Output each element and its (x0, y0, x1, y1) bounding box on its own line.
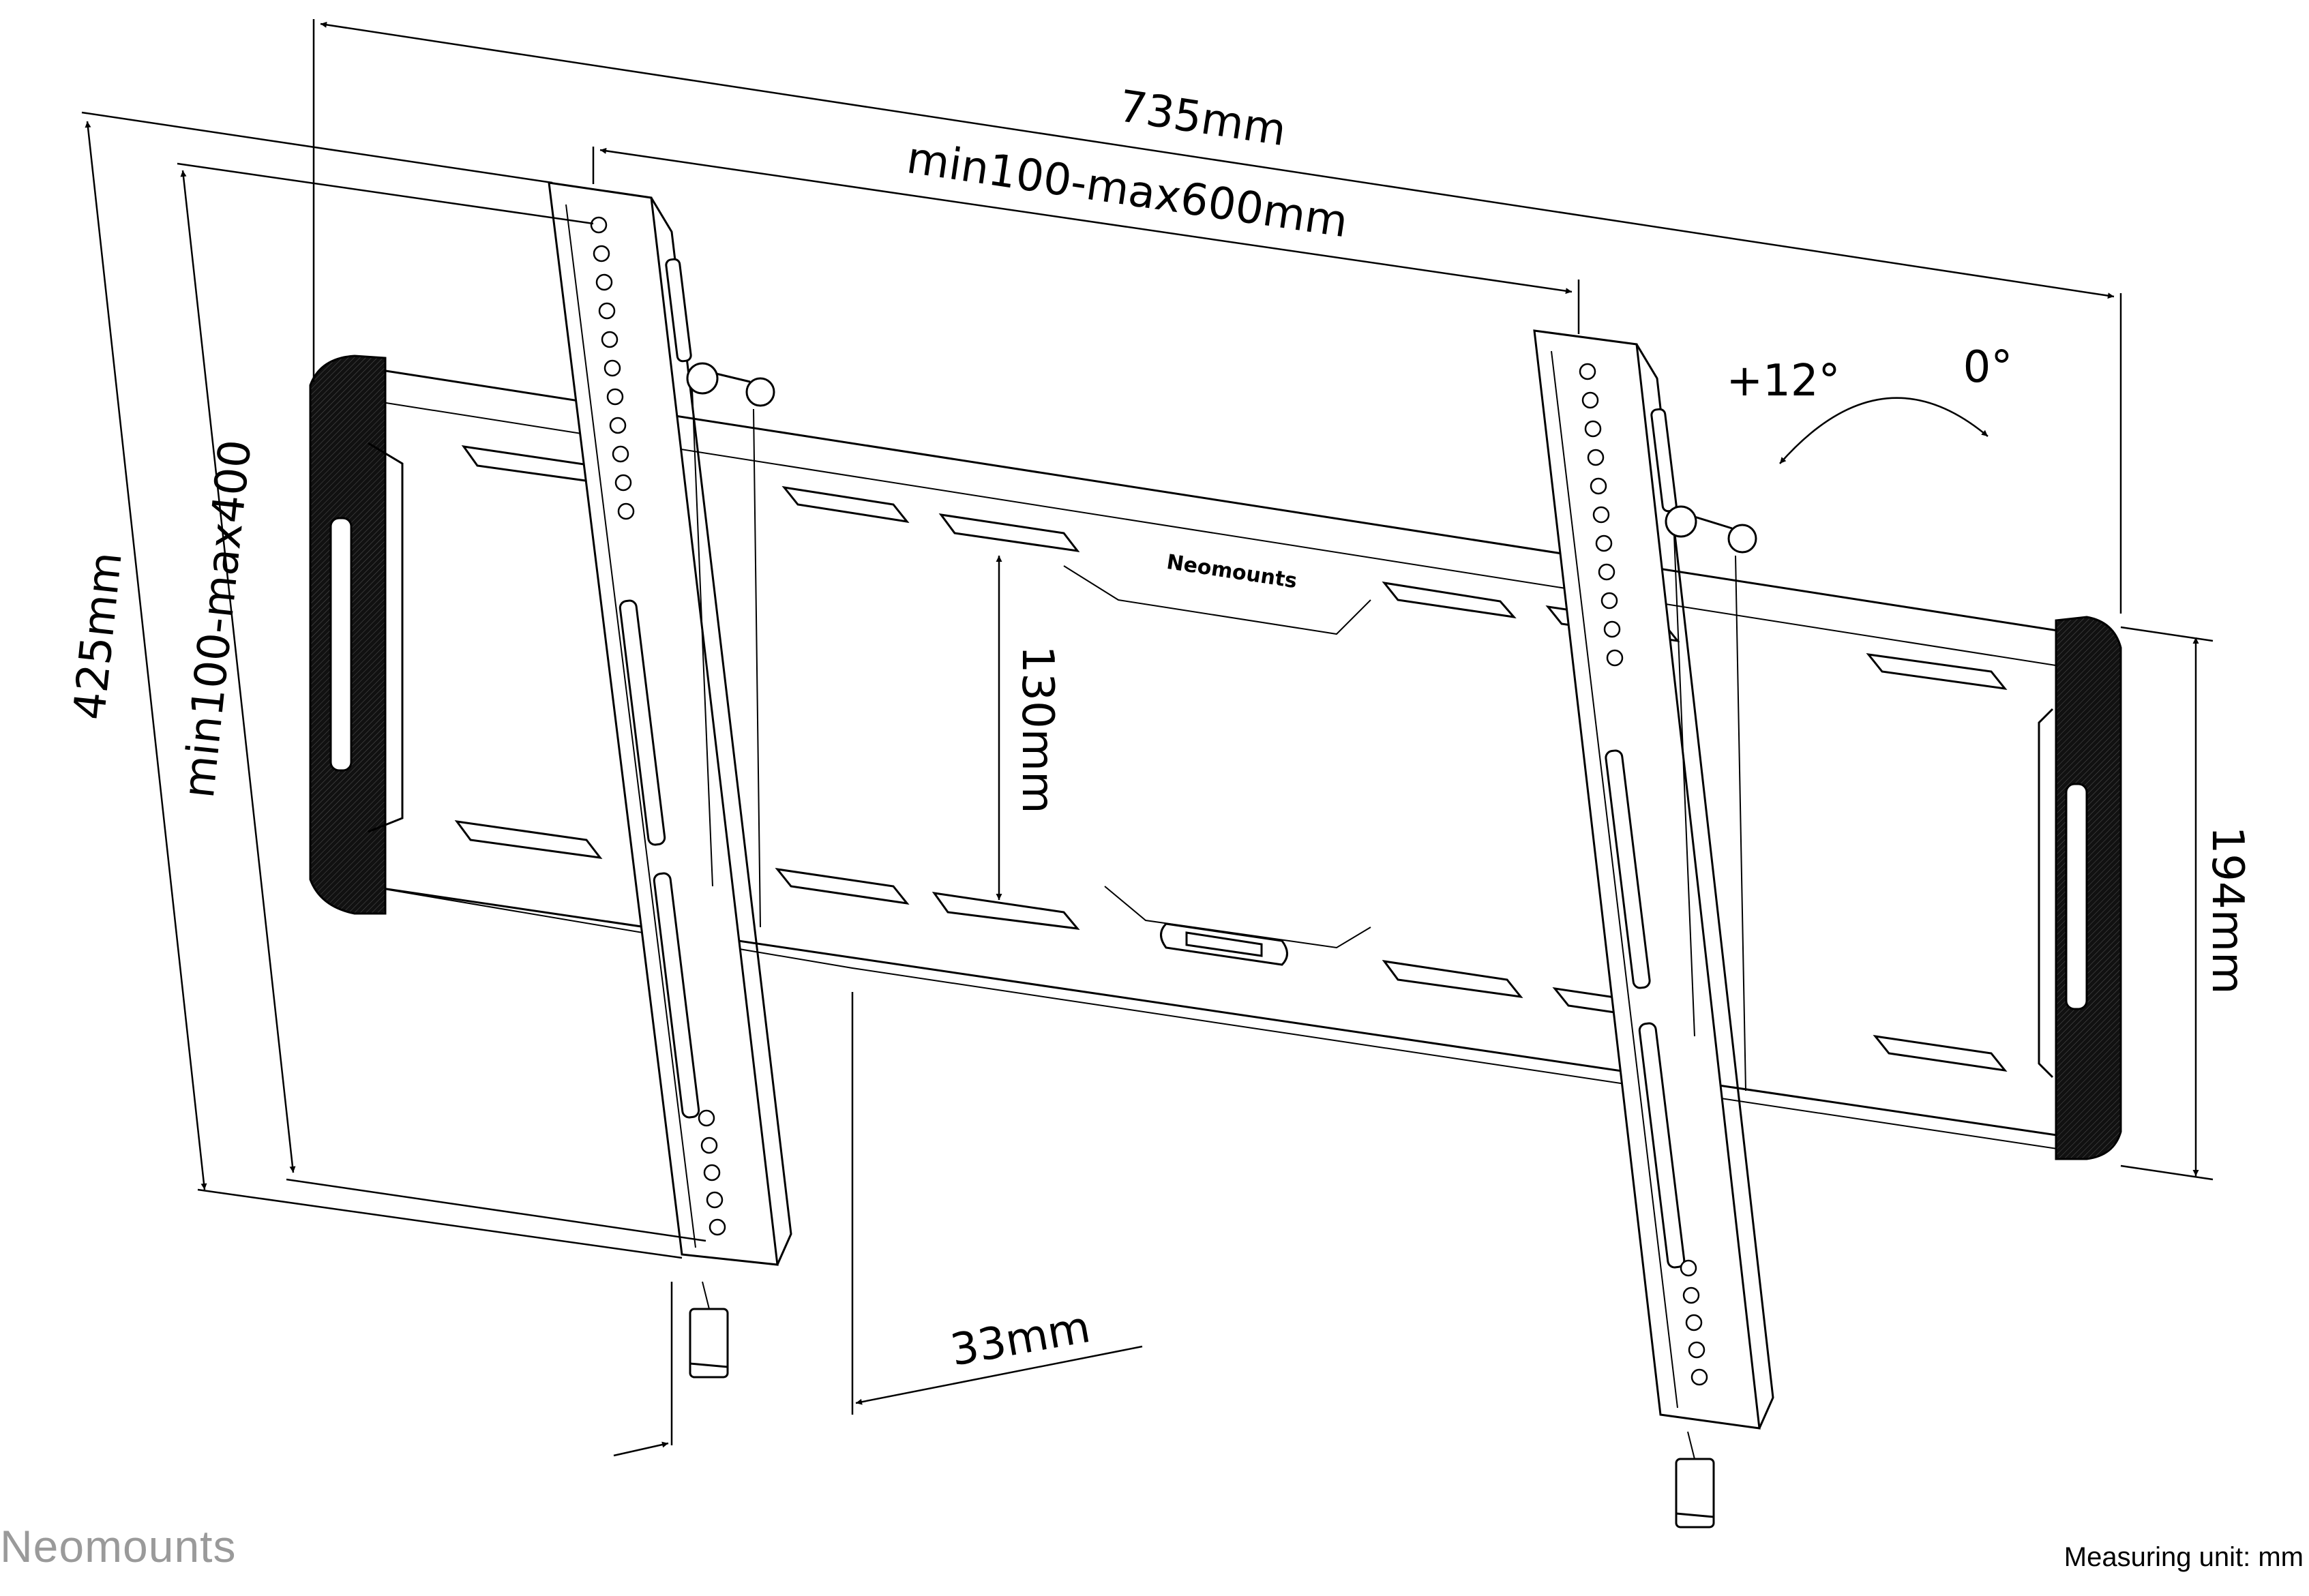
vesa-height-label: min100-max400 (174, 438, 262, 800)
rail-spacing-label: 130mm (1012, 646, 1062, 814)
upper-slots (461, 445, 2008, 691)
left-arm (548, 181, 792, 1379)
center-lock-slot (1160, 922, 1288, 966)
plate-height-label: 194mm (2202, 826, 2252, 995)
vesa-width-label: min100-max600mm (904, 133, 1351, 247)
brand-logo: Neomounts (0, 1521, 237, 1571)
tilt-neutral-label: 0° (1963, 342, 2013, 393)
measuring-unit-note: Measuring unit: mm (2064, 1542, 2304, 1572)
dimension-lines (81, 19, 2214, 1457)
total-width-label: 735mm (1116, 81, 1290, 156)
wall-distance-label: 33mm (947, 1302, 1094, 1376)
left-end-cap (309, 355, 404, 915)
right-arm (1533, 329, 1774, 1529)
right-end-cap (2038, 616, 2122, 1160)
tilt-forward-label: +12° (1726, 356, 1840, 406)
total-height-label: 425mm (64, 549, 132, 722)
